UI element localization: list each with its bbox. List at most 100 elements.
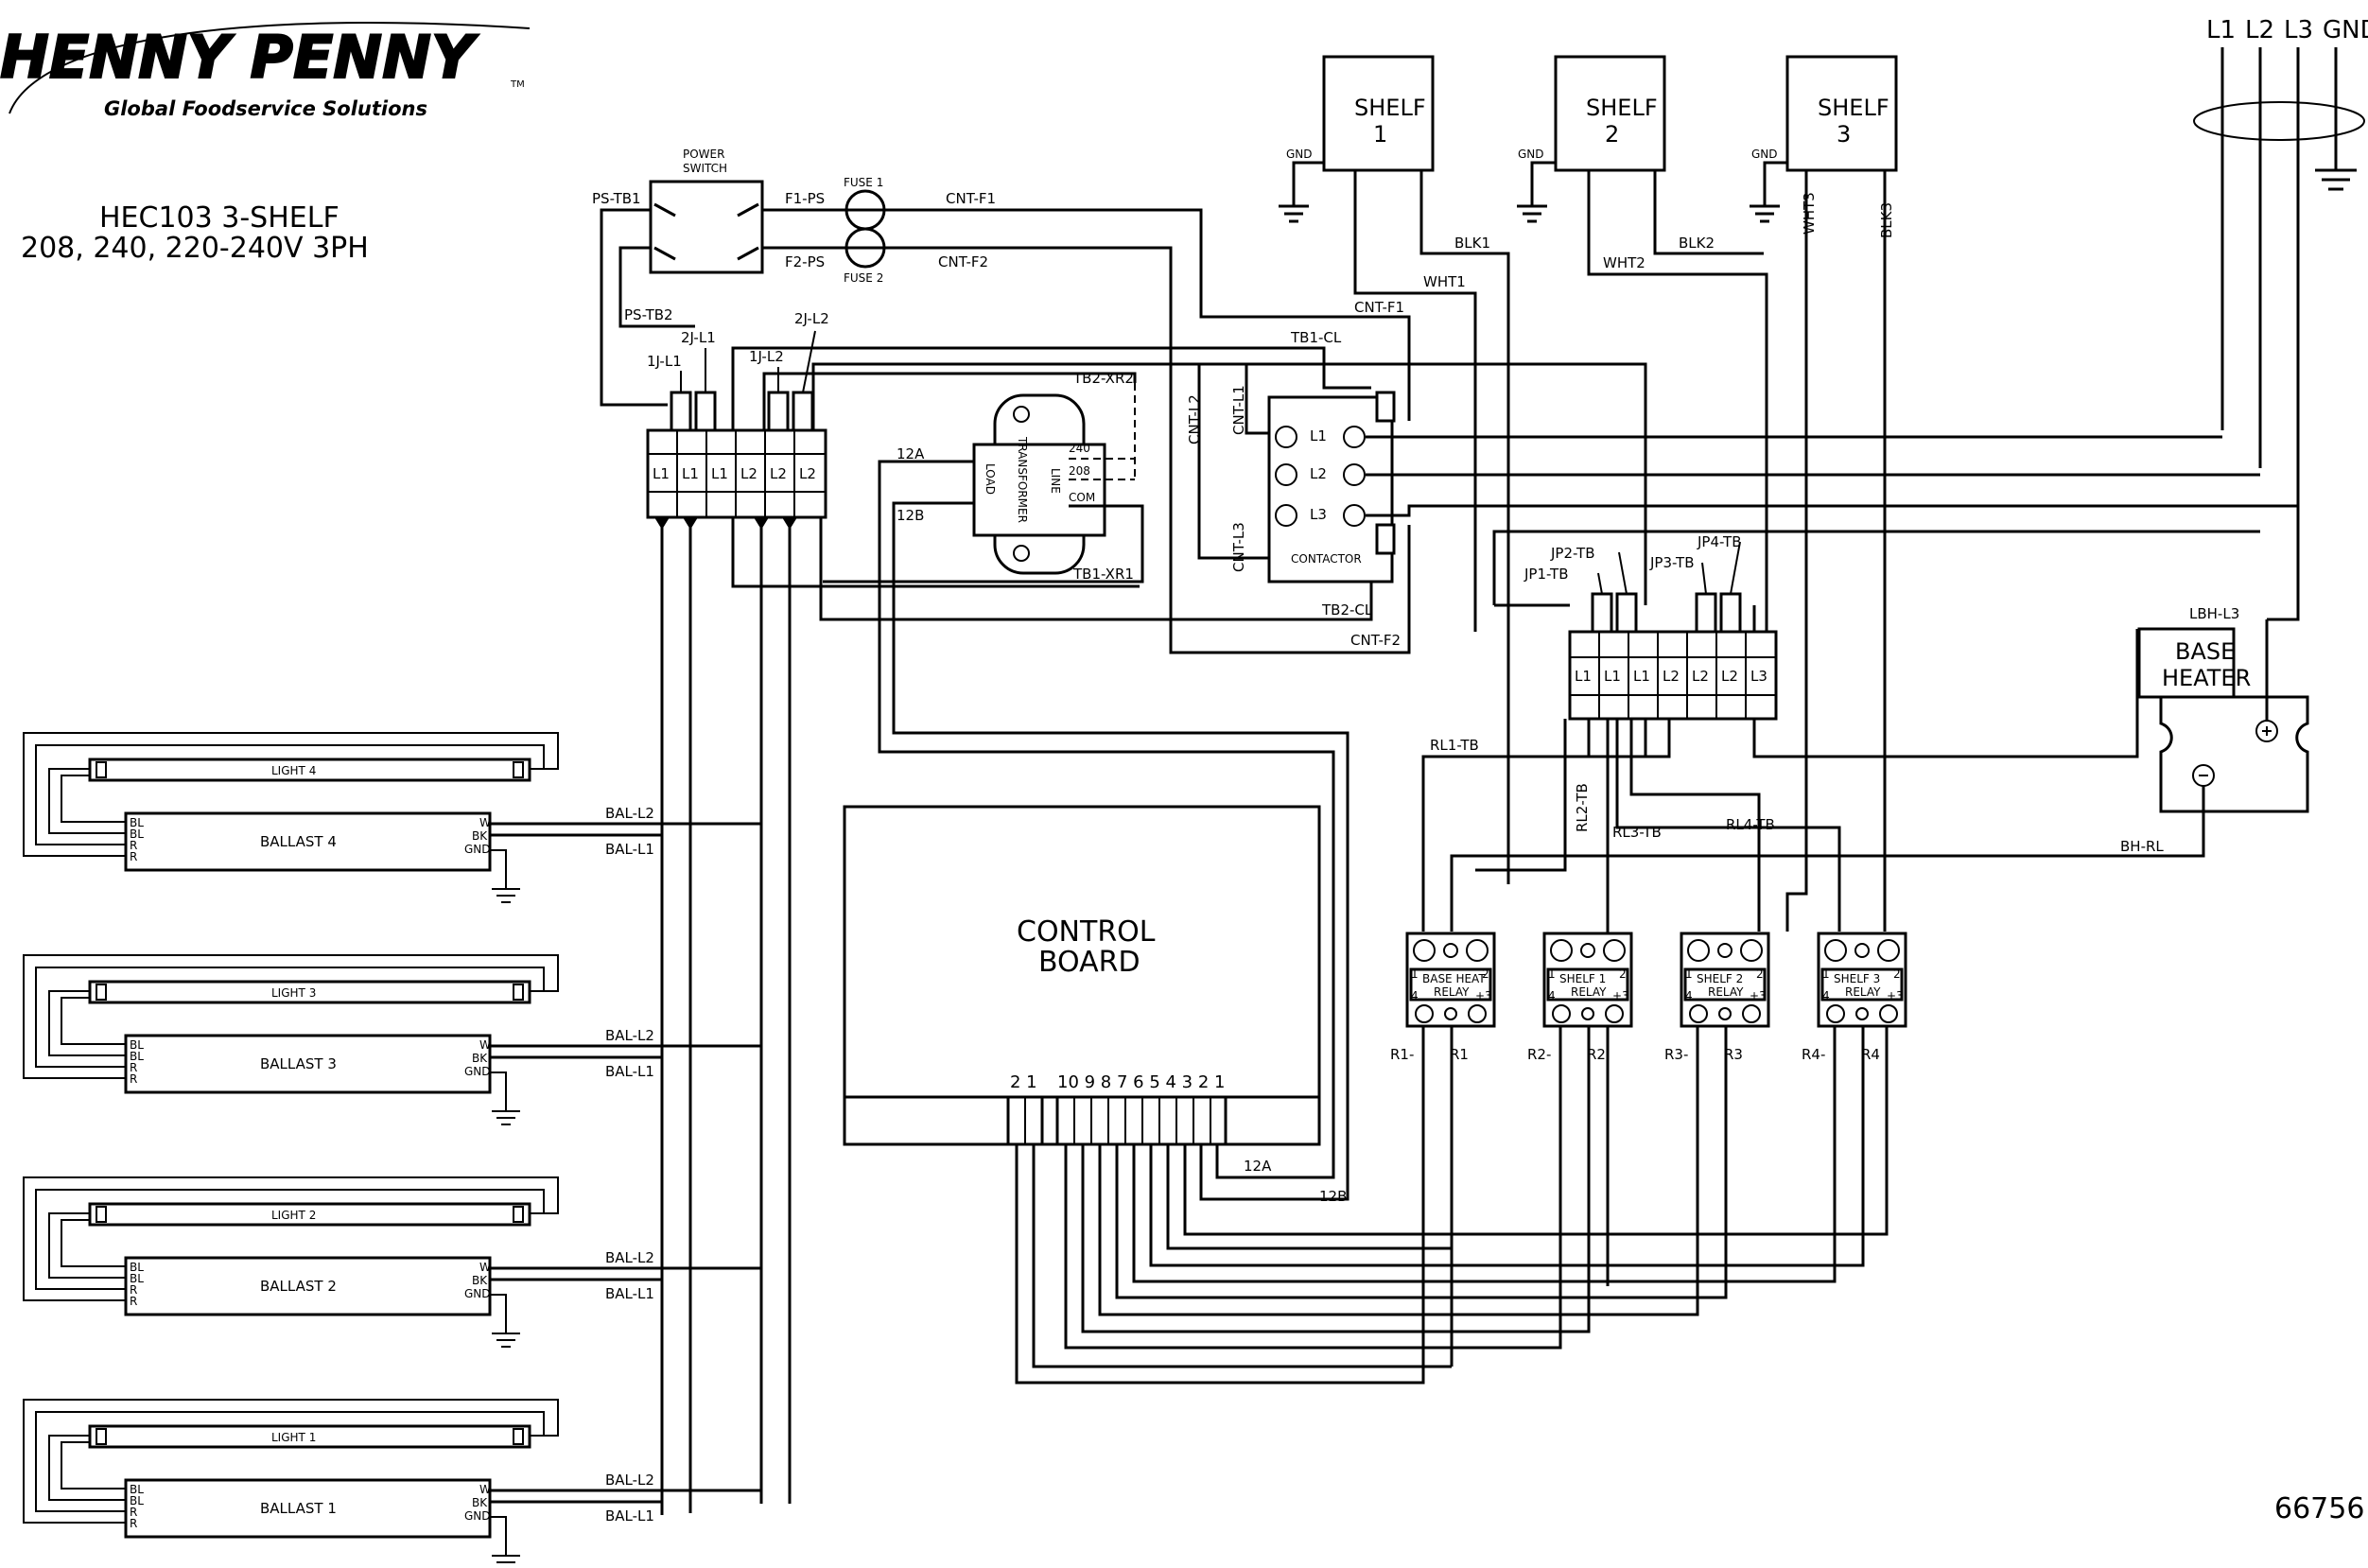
tube-end-icon: [96, 1206, 107, 1223]
wire-label-cnt-f1-top: CNT-F1: [946, 190, 996, 207]
fluorescent-tube: [88, 980, 531, 1004]
wire-label-bal-l2: BAL-L2: [605, 1027, 654, 1044]
ballast-pin-gnd: GND: [464, 843, 491, 856]
tb-left-terminal-6: L2: [799, 465, 816, 482]
diagram-title-model: HEC103 3-SHELF: [99, 201, 340, 235]
wire-label-rl1-tb: RL1-TB: [1430, 737, 1479, 754]
relay-pin-2: 2: [1893, 967, 1901, 981]
wire-label-f1-ps: F1-PS: [785, 190, 825, 207]
shelf-3-gnd-label: GND: [1751, 148, 1778, 161]
ballast-pin-w: W: [479, 1483, 491, 1496]
wire-label-cnt-f1: CNT-F1: [1354, 299, 1404, 316]
shelf-wiring: BLK1 WHT1 WHT2 BLK2 WHT3 BLK3: [1353, 170, 1895, 932]
ballast-pin-bl: BL: [130, 1050, 144, 1063]
tube-end-icon: [96, 984, 107, 1001]
relay-terminal-screw-icon: [1687, 939, 1710, 962]
relay-terminal-screw-icon: [1552, 1004, 1571, 1023]
drawing-number: 66756: [2274, 1492, 2364, 1525]
wire-label-rl3-tb: RL3-TB: [1612, 824, 1662, 841]
relay-pin-3: +3: [1887, 989, 1904, 1002]
tb-right-terminal-7: L3: [1750, 668, 1767, 685]
wire-label-2j-l1: 2J-L1: [681, 329, 716, 346]
control-board-pins-a: 2 1: [1010, 1072, 1037, 1092]
shelf-2: SHELF 2 GND: [1517, 55, 1666, 223]
relay-terminal-screw-icon: [1580, 943, 1595, 958]
ballast-pin-bl: BL: [130, 1272, 144, 1285]
wire-label-rl2-tb: RL2-TB: [1574, 783, 1591, 832]
ballast-4-label: BALLAST 4: [260, 833, 337, 850]
ballast-2-label: BALLAST 2: [260, 1278, 337, 1295]
tb-right-terminal-6: L2: [1721, 668, 1738, 685]
wire-label-bal-l1: BAL-L1: [605, 1285, 654, 1302]
light-2-label: LIGHT 2: [271, 1209, 316, 1222]
relay-terminal-screw-icon: [1718, 1007, 1732, 1020]
relay-3-minus-label: R3-: [1664, 1046, 1688, 1063]
fluorescent-tube: [88, 1424, 531, 1449]
shelf-1-label: SHELF: [1354, 95, 1426, 121]
ground-icon: [492, 1555, 520, 1563]
contactor: L1 L2 L3 CONTACTOR CNT-L1 CNT-L2 CNT-L3: [1186, 362, 2298, 584]
logo-tm: TM: [510, 79, 525, 90]
relay-1-plus-label: R1: [1450, 1046, 1469, 1063]
tube-end-icon: [96, 761, 107, 778]
relay-terminal-screw-icon: [1468, 1004, 1487, 1023]
relay-terminal-screw-icon: [1824, 939, 1847, 962]
transformer-load-label: LOAD: [984, 463, 997, 495]
ballast-pin-bl: BL: [130, 1483, 144, 1496]
shelf-3: SHELF 3 GND: [1750, 55, 1898, 223]
ballast-pin-bl: BL: [130, 1494, 144, 1507]
relay-3-label-1: SHELF 2: [1697, 972, 1743, 985]
relay-terminal-screw-icon: [1877, 939, 1900, 962]
relay-pin-2: 2: [1756, 967, 1764, 981]
ground-icon: [492, 888, 520, 903]
relay-pin-2: 2: [1482, 967, 1489, 981]
wire-label-cnt-l2: CNT-L2: [1186, 394, 1203, 444]
wire-label-jp4-tb: JP4-TB: [1697, 533, 1742, 550]
wire-label-bh-rl: BH-RL: [2120, 838, 2164, 855]
ballast-pin-bk: BK: [472, 1496, 488, 1509]
relay-pin-4: 4: [1548, 989, 1556, 1002]
shelf-1: SHELF 1 GND: [1279, 55, 1435, 223]
fluorescent-tube: [88, 1202, 531, 1227]
power-supply-input: L1 L2 L3 GND: [2193, 16, 2368, 511]
ground-icon: [1279, 204, 1309, 223]
tb-left-terminal-2: L1: [682, 465, 699, 482]
fuse-2: FUSE 2: [844, 227, 886, 285]
relay-terminal-screw-icon: [1742, 1004, 1761, 1023]
control-board-label-1: CONTROL: [1017, 915, 1156, 949]
contactor-terminal-l1: L1: [1310, 427, 1327, 444]
wire-label-f2-ps: F2-PS: [785, 253, 825, 270]
supply-label-l2: L2: [2245, 16, 2274, 44]
wire-label-bal-l2: BAL-L2: [605, 1249, 654, 1266]
wire-label-1j-l2: 1J-L2: [749, 348, 784, 365]
tb-right-terminal-3: L1: [1633, 668, 1650, 685]
ballast-body: [124, 811, 492, 872]
wire-label-rl4-tb: RL4-TB: [1726, 816, 1775, 833]
relay-pin-4: 4: [1822, 989, 1830, 1002]
relay-terminal-screw-icon: [1717, 943, 1732, 958]
control-board-pins-b: 10 9 8 7 6 5 4 3 2 1: [1057, 1072, 1225, 1092]
relay-pin-1: 1: [1822, 967, 1830, 981]
relay-2-label-2: RELAY: [1571, 985, 1607, 999]
tb-left-terminal-3: L1: [711, 465, 728, 482]
ballast-pin-r: R: [130, 850, 137, 863]
wire-label-jp3-tb: JP3-TB: [1649, 554, 1695, 571]
wire-label-cnt-f2-top: CNT-F2: [938, 253, 988, 270]
relay-terminal-screw-icon: [1581, 1007, 1594, 1020]
supply-label-gnd: GND: [2323, 16, 2368, 44]
ground-icon: [492, 1110, 520, 1125]
wire-label-1j-l1: 1J-L1: [647, 353, 682, 370]
relay-terminal-screw-icon: [1466, 939, 1489, 962]
ground-icon: [1750, 204, 1780, 223]
tube-end-icon: [513, 1428, 524, 1445]
power-switch: POWER SWITCH: [649, 148, 764, 274]
relay-1-label-2: RELAY: [1434, 985, 1470, 999]
tb-left-terminal-4: L2: [740, 465, 757, 482]
base-heater: BASE HEATER LBH-L3 BH-RL: [1450, 511, 2309, 932]
wire-label-bal-l1: BAL-L1: [605, 1063, 654, 1080]
wire-label-12b: 12B: [1319, 1188, 1347, 1205]
